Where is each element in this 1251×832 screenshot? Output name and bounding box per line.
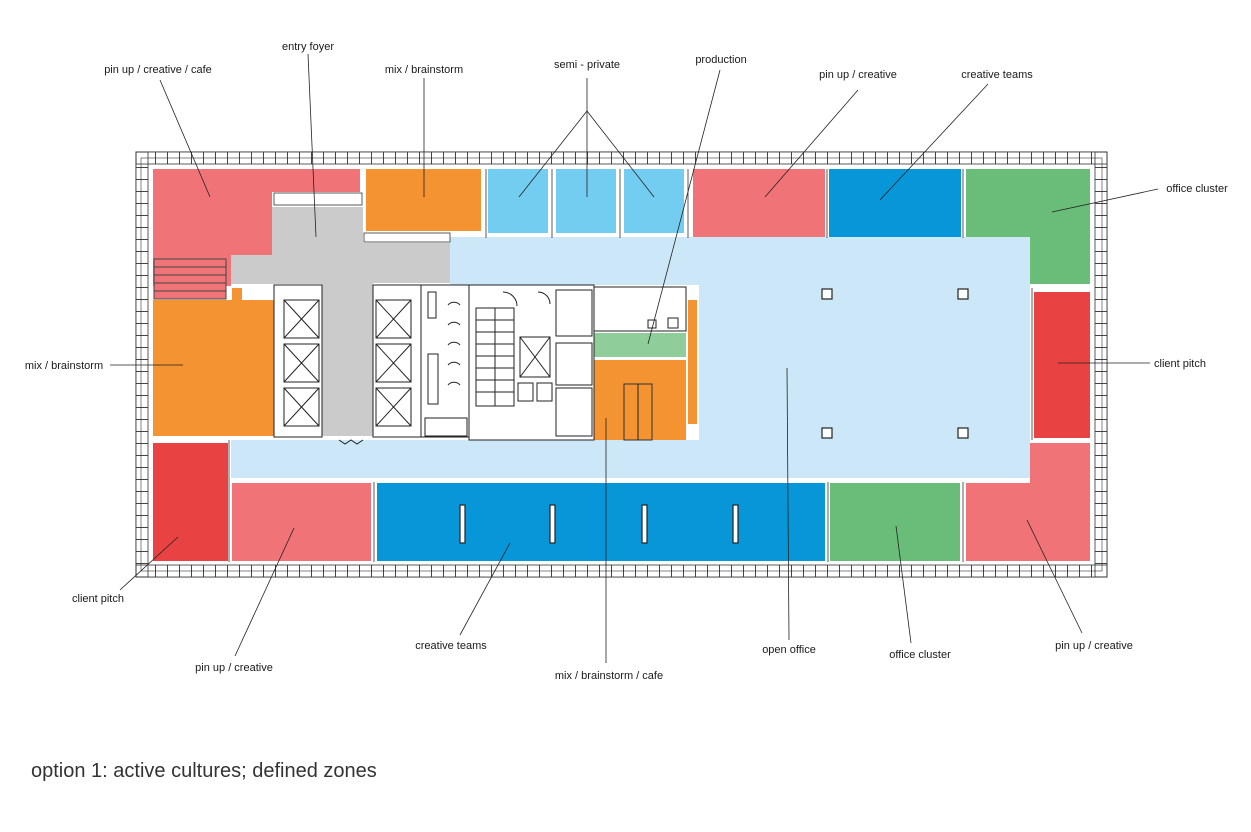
column (957, 427, 969, 439)
zone-mix-brainstorm-left-strip (232, 288, 242, 428)
zone-entry-foyer (231, 207, 450, 436)
label-client-pitch-left: client pitch (72, 593, 124, 605)
label-mix-brainstorm-left: mix / brainstorm (25, 360, 103, 372)
zone-pin-up-creative-bottom-right (966, 443, 1090, 561)
zone-semi-private-2 (556, 169, 616, 233)
zone-mix-brainstorm-left (153, 300, 277, 436)
label-creative-teams-bottom: creative teams (415, 640, 487, 652)
zone-mix-brainstorm-cafe-strip (688, 300, 697, 424)
stair-block-left (153, 258, 227, 300)
column (821, 288, 833, 300)
label-semi-private: semi - private (554, 59, 620, 71)
label-pin-up-creative-bottom-right: pin up / creative (1055, 640, 1133, 652)
zone-pin-up-creative-cafe (153, 169, 360, 286)
figure-caption: option 1: active cultures; defined zones (31, 760, 377, 782)
zone-client-pitch-left (153, 443, 228, 561)
label-office-cluster-right: office cluster (1166, 183, 1228, 195)
label-pin-up-creative-cafe: pin up / creative / cafe (104, 64, 212, 76)
columns (459, 288, 969, 544)
zone-pin-up-creative-top (693, 169, 825, 237)
label-client-pitch-right: client pitch (1154, 358, 1206, 370)
building-core (153, 258, 687, 445)
zone-pin-up-creative-bottom-left (232, 483, 371, 561)
zone-semi-private-3 (624, 169, 684, 233)
zone-semi-private-1 (488, 169, 548, 233)
zone-office-cluster-bottom (830, 483, 960, 561)
column (957, 288, 969, 300)
label-production: production (695, 54, 746, 66)
partition-walls (228, 169, 1033, 562)
label-pin-up-creative-bottom-left: pin up / creative (195, 662, 273, 674)
leader-lines (110, 53, 1159, 663)
zone-creative-teams-top (829, 169, 961, 237)
column (732, 504, 739, 544)
zone-mix-brainstorm-top (366, 169, 481, 231)
zone-production (594, 333, 686, 357)
zone-labels: pin up / creative / cafe entry foyer mix… (25, 41, 1228, 682)
label-mix-brainstorm-top: mix / brainstorm (385, 64, 463, 76)
label-pin-up-creative-top: pin up / creative (819, 69, 897, 81)
column (641, 504, 648, 544)
label-creative-teams-top: creative teams (961, 69, 1033, 81)
label-entry-foyer: entry foyer (282, 41, 334, 53)
zone-office-cluster-right (966, 169, 1090, 284)
label-open-office: open office (762, 644, 816, 656)
zone-mix-brainstorm-cafe (594, 360, 686, 440)
column (821, 427, 833, 439)
zone-client-pitch-right (1034, 292, 1090, 438)
label-mix-brainstorm-cafe: mix / brainstorm / cafe (555, 670, 663, 682)
column (459, 504, 466, 544)
zone-creative-teams-bottom (377, 483, 825, 561)
column (549, 504, 556, 544)
label-office-cluster-bottom: office cluster (889, 649, 951, 661)
